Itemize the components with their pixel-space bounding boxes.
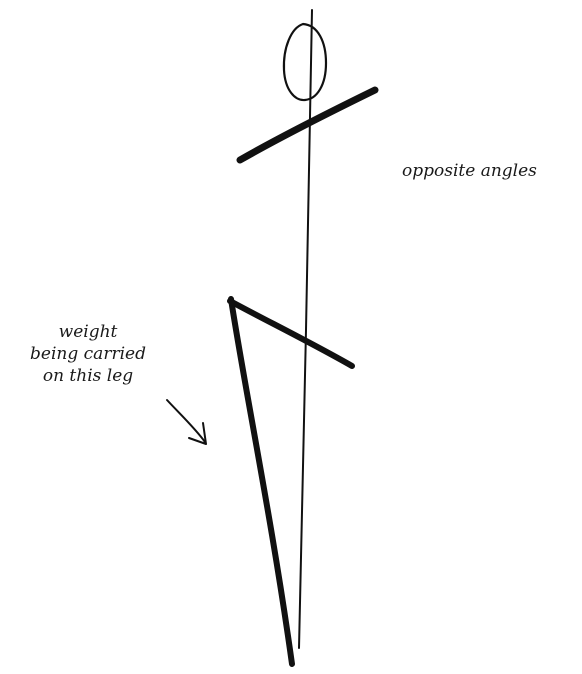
annotation-arrow-shaft — [167, 400, 205, 442]
spine-line — [299, 10, 312, 648]
opposite-angles-label: opposite angles — [402, 160, 537, 182]
weight-bearing-leg — [231, 299, 292, 664]
weight-annotation-line-3: on this leg — [2, 365, 174, 387]
weight-annotation-line-2: being carried — [2, 343, 174, 365]
hip-line — [230, 301, 352, 366]
weight-annotation-label: weight being carried on this leg — [2, 321, 174, 387]
weight-annotation-line-1: weight — [2, 321, 174, 343]
head-oval — [284, 24, 326, 100]
